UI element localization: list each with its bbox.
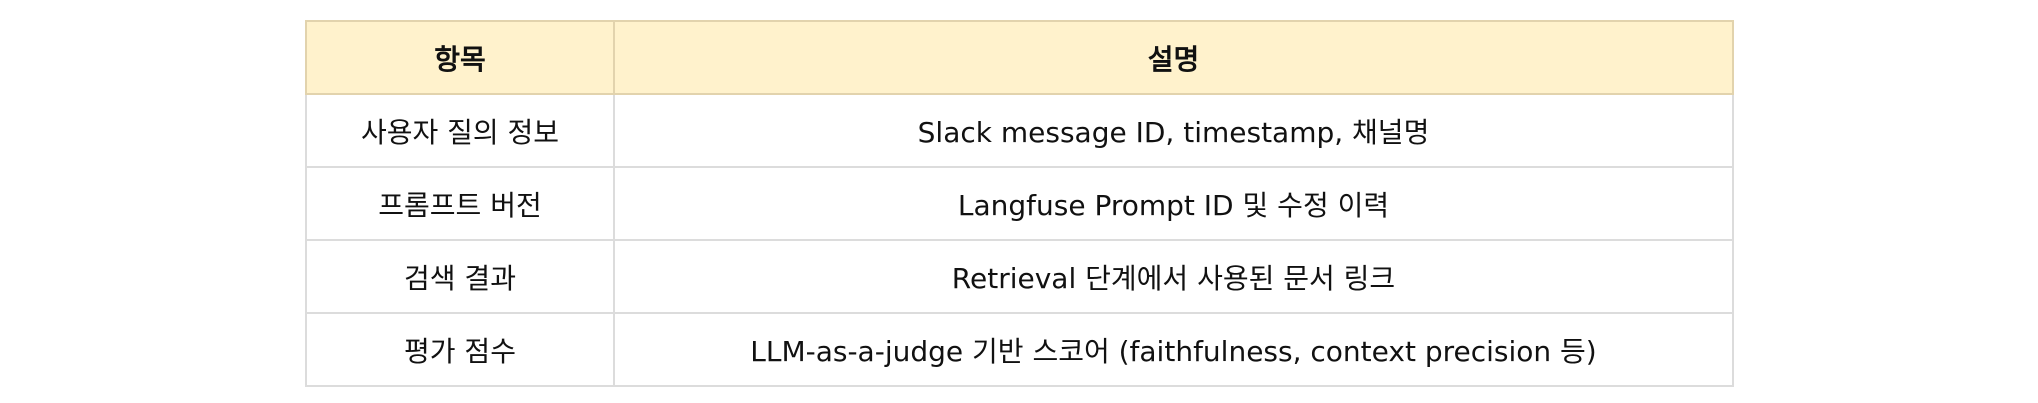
table-row: 검색 결과 Retrieval 단계에서 사용된 문서 링크	[305, 239, 1734, 314]
table-row: 사용자 질의 정보 Slack message ID, timestamp, 채…	[305, 93, 1734, 168]
table-row: 평가 점수 LLM-as-a-judge 기반 스코어 (faithfulnes…	[305, 312, 1734, 387]
description-cell: Retrieval 단계에서 사용된 문서 링크	[613, 239, 1734, 314]
item-cell: 사용자 질의 정보	[305, 93, 615, 168]
header-item: 항목	[305, 20, 615, 95]
table-header-row: 항목 설명	[305, 20, 1734, 95]
description-cell: LLM-as-a-judge 기반 스코어 (faithfulness, con…	[613, 312, 1734, 387]
item-cell: 검색 결과	[305, 239, 615, 314]
info-table: 항목 설명 사용자 질의 정보 Slack message ID, timest…	[305, 20, 1734, 387]
item-cell: 평가 점수	[305, 312, 615, 387]
item-cell: 프롬프트 버전	[305, 166, 615, 241]
description-cell: Slack message ID, timestamp, 채널명	[613, 93, 1734, 168]
header-description: 설명	[613, 20, 1734, 95]
description-cell: Langfuse Prompt ID 및 수정 이력	[613, 166, 1734, 241]
table-row: 프롬프트 버전 Langfuse Prompt ID 및 수정 이력	[305, 166, 1734, 241]
